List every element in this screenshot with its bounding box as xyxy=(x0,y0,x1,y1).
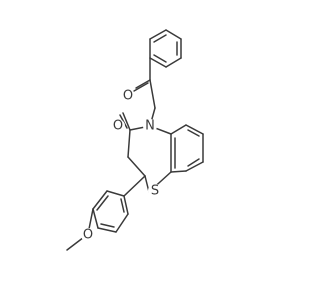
atom-s-ring-label: S xyxy=(151,184,159,199)
atom-o-lactam: O xyxy=(111,119,125,134)
atom-o-lactam-label: O xyxy=(113,119,123,134)
atom-n-ring-label: N xyxy=(145,119,155,134)
atom-o-methoxy: O xyxy=(81,228,95,243)
phenyl-ring xyxy=(149,29,182,68)
phenacyl-chain xyxy=(133,57,156,127)
atom-s-ring: S xyxy=(148,184,162,199)
atom-o-keto: O xyxy=(121,89,135,104)
atom-n-ring: N xyxy=(143,119,157,134)
molecule-structure: O N O S O xyxy=(66,29,204,251)
methoxyphenyl-ring xyxy=(66,175,146,251)
benzo-ring xyxy=(170,124,204,173)
atom-o-keto-label: O xyxy=(123,89,133,104)
atom-o-methoxy-label: O xyxy=(83,228,93,243)
